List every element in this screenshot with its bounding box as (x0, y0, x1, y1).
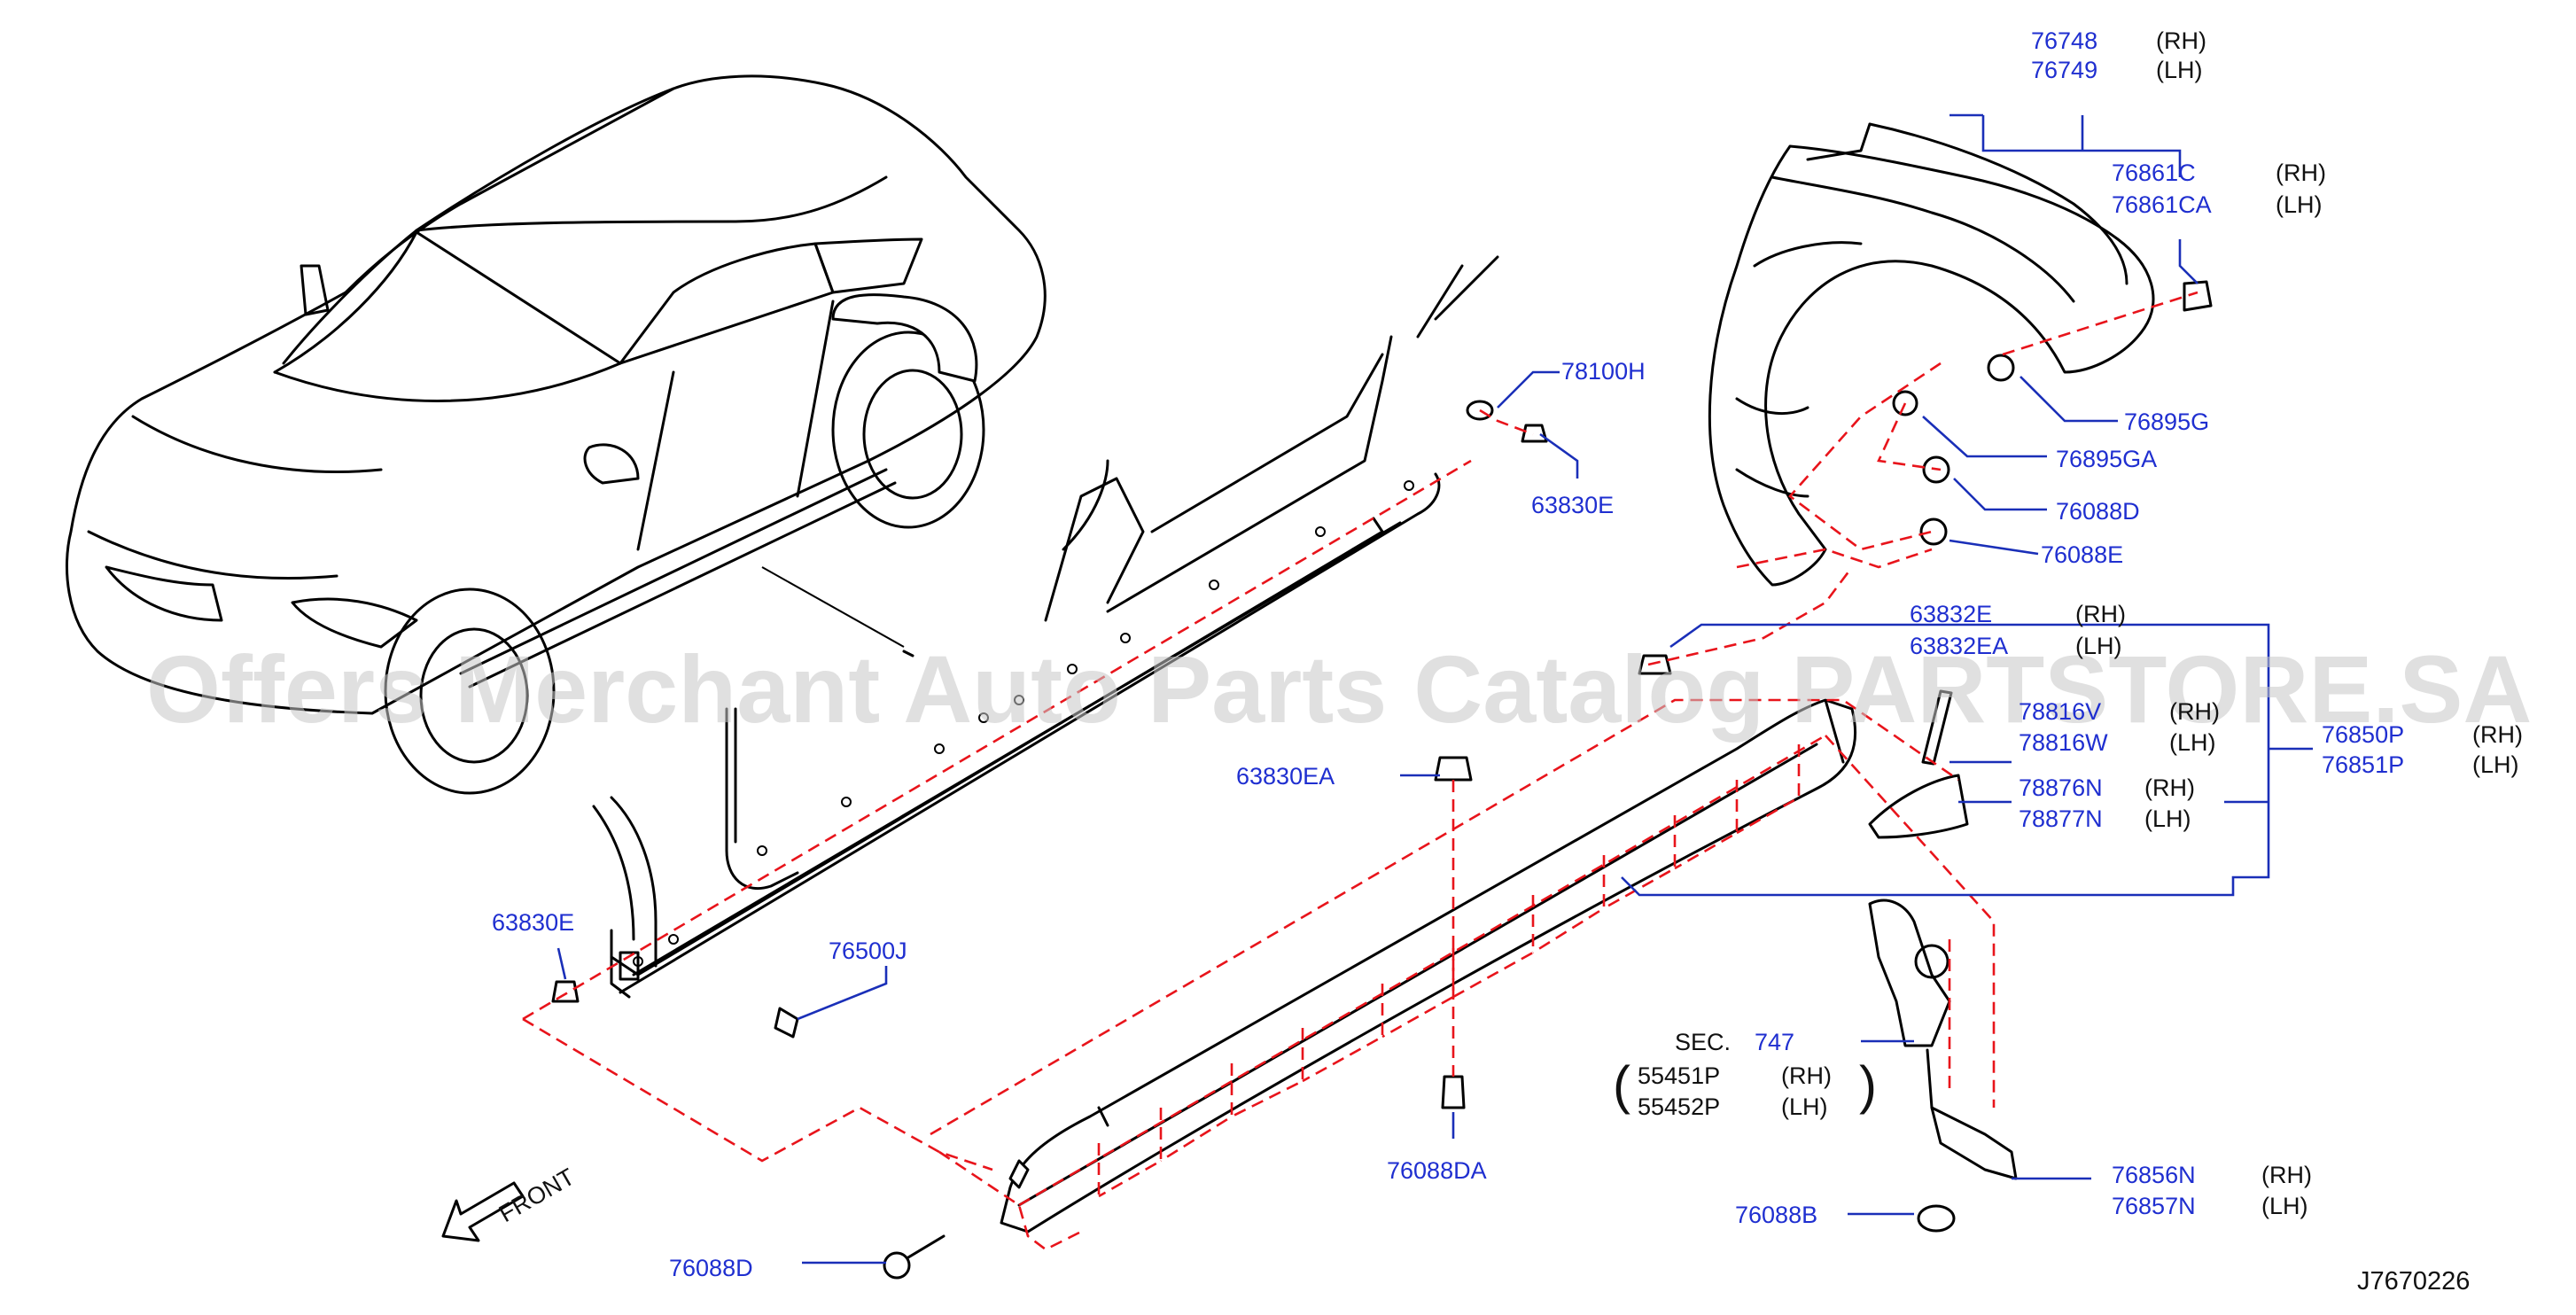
label-76749[interactable]: 76749 (2031, 57, 2097, 83)
leader-lines (556, 113, 2313, 1264)
label-76895G[interactable]: 76895G (2124, 409, 2209, 435)
label-76861C[interactable]: 76861C (2112, 160, 2196, 186)
label-76088D-bottom[interactable]: 76088D (669, 1255, 753, 1281)
mudflap-78876N (1868, 774, 1969, 839)
car-overview-illustration (65, 74, 1047, 795)
strip-78816V (1921, 689, 1953, 766)
label-55451P: 55451P (1638, 1062, 1720, 1089)
clip-76088E (1919, 517, 1948, 546)
label-76861CA[interactable]: 76861CA (2112, 191, 2212, 218)
label-55451P-side: (RH) (1781, 1062, 1832, 1089)
label-55452P-side: (LH) (1781, 1093, 1828, 1120)
clip-76895G (1987, 354, 2015, 382)
label-63832EA[interactable]: 63832EA (1910, 633, 2008, 659)
label-78876N-side: (RH) (2144, 774, 2195, 801)
part-labels: 76748 (RH) 76749 (LH) 76861C (RH) 76861C… (492, 27, 2523, 1296)
label-76861CA-side: (LH) (2276, 191, 2323, 218)
label-76856N-side: (RH) (2261, 1162, 2312, 1188)
label-76861C-side: (RH) (2276, 160, 2326, 186)
label-63830E-left[interactable]: 63830E (492, 909, 574, 936)
label-76088E[interactable]: 76088E (2041, 541, 2123, 568)
wheel-house-liner-illustration (1708, 122, 2155, 587)
label-76748[interactable]: 76748 (2031, 27, 2097, 54)
label-63832E-side: (RH) (2075, 601, 2126, 627)
assembly-guides (522, 291, 2199, 1251)
clip-76861C (2183, 280, 2213, 312)
label-sec-747[interactable]: 747 (1755, 1029, 1794, 1055)
bracket-sec-747 (1868, 899, 1951, 1047)
bracket-76856N (1930, 1106, 2018, 1180)
label-76857N[interactable]: 76857N (2112, 1193, 2196, 1219)
label-78816W[interactable]: 78816W (2019, 729, 2108, 756)
label-76850P-side: (RH) (2472, 721, 2523, 748)
label-76895GA[interactable]: 76895GA (2056, 446, 2157, 472)
label-76088D-top[interactable]: 76088D (2056, 498, 2140, 525)
label-76851P-side: (LH) (2472, 751, 2519, 778)
label-78816V[interactable]: 78816V (2019, 698, 2101, 725)
label-78100H[interactable]: 78100H (1561, 358, 1646, 385)
label-76748-side: (RH) (2156, 27, 2206, 54)
paren-left: ( (1613, 1055, 1630, 1115)
label-63830E-top[interactable]: 63830E (1531, 492, 1614, 518)
label-76850P[interactable]: 76850P (2322, 721, 2404, 748)
diagram-code: J7670226 (2357, 1267, 2470, 1296)
label-sec: SEC. (1675, 1029, 1731, 1055)
small-parts (551, 280, 2213, 1280)
label-76856N[interactable]: 76856N (2112, 1162, 2196, 1188)
label-76088B[interactable]: 76088B (1735, 1202, 1817, 1228)
clip-76500J (774, 1007, 799, 1039)
watermark: Offers Merchant Auto Parts Catalog PARTS… (146, 635, 2532, 743)
label-76088DA[interactable]: 76088DA (1387, 1157, 1487, 1184)
label-63830EA[interactable]: 63830EA (1236, 763, 1335, 790)
clip-63830EA (1434, 756, 1473, 782)
label-78877N[interactable]: 78877N (2019, 805, 2103, 832)
label-55452P: 55452P (1638, 1093, 1720, 1120)
label-78876N[interactable]: 78876N (2019, 774, 2103, 801)
front-direction-arrow: FRONT (441, 1163, 580, 1242)
label-63832E[interactable]: 63832E (1910, 601, 1992, 627)
label-78816V-side: (RH) (2169, 698, 2220, 725)
label-76500J[interactable]: 76500J (829, 938, 907, 964)
clip-63830E-top (1521, 424, 1548, 443)
nut-76088B (1917, 1204, 1956, 1233)
label-78816W-side: (LH) (2169, 729, 2216, 756)
body-sill-illustration (592, 255, 1499, 999)
label-76851P[interactable]: 76851P (2322, 751, 2404, 778)
label-76857N-side: (LH) (2261, 1193, 2308, 1219)
clip-63832E (1638, 654, 1672, 675)
paren-right: ) (1859, 1055, 1877, 1115)
label-76749-side: (LH) (2156, 57, 2203, 83)
label-63832EA-side: (LH) (2075, 633, 2122, 659)
label-78877N-side: (LH) (2144, 805, 2191, 832)
screw-76088DA (1441, 1075, 1466, 1109)
